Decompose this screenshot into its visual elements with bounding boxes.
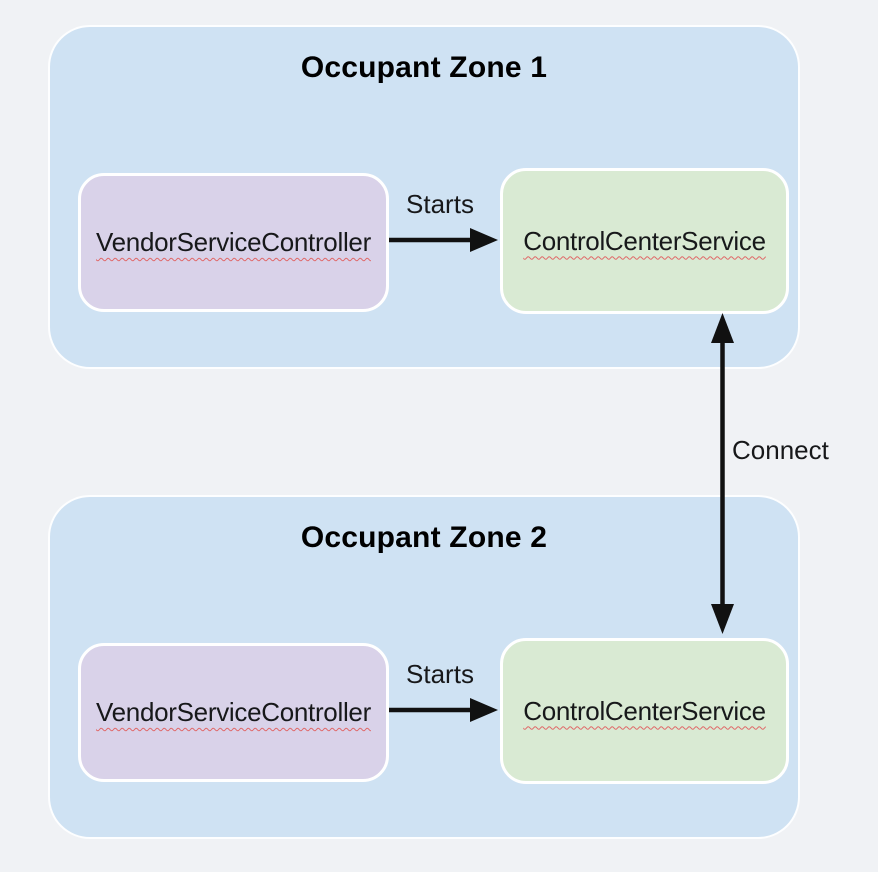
edge-label-connect: Connect [732, 435, 829, 465]
edge-label-starts: Starts [406, 659, 474, 689]
node-control-center-service[interactable]: ControlCenterService [500, 168, 789, 314]
node-label: VendorServiceController [96, 697, 371, 727]
node-label: ControlCenterService [523, 695, 766, 726]
zone-title: Occupant Zone 2 [300, 521, 548, 554]
node-vendor-service-controller[interactable]: VendorServiceController [78, 643, 389, 782]
edge-label-starts: Starts [406, 189, 474, 219]
node-label: ControlCenterService [523, 225, 766, 256]
zone-occupant-zone-1[interactable]: Occupant Zone 1 VendorServiceController … [48, 25, 800, 369]
node-label: VendorServiceController [96, 227, 371, 257]
zone-title: Occupant Zone 1 [300, 51, 548, 84]
node-vendor-service-controller[interactable]: VendorServiceController [78, 173, 389, 312]
zone-occupant-zone-2[interactable]: Occupant Zone 2 VendorServiceController … [48, 495, 800, 839]
node-control-center-service[interactable]: ControlCenterService [500, 638, 789, 784]
